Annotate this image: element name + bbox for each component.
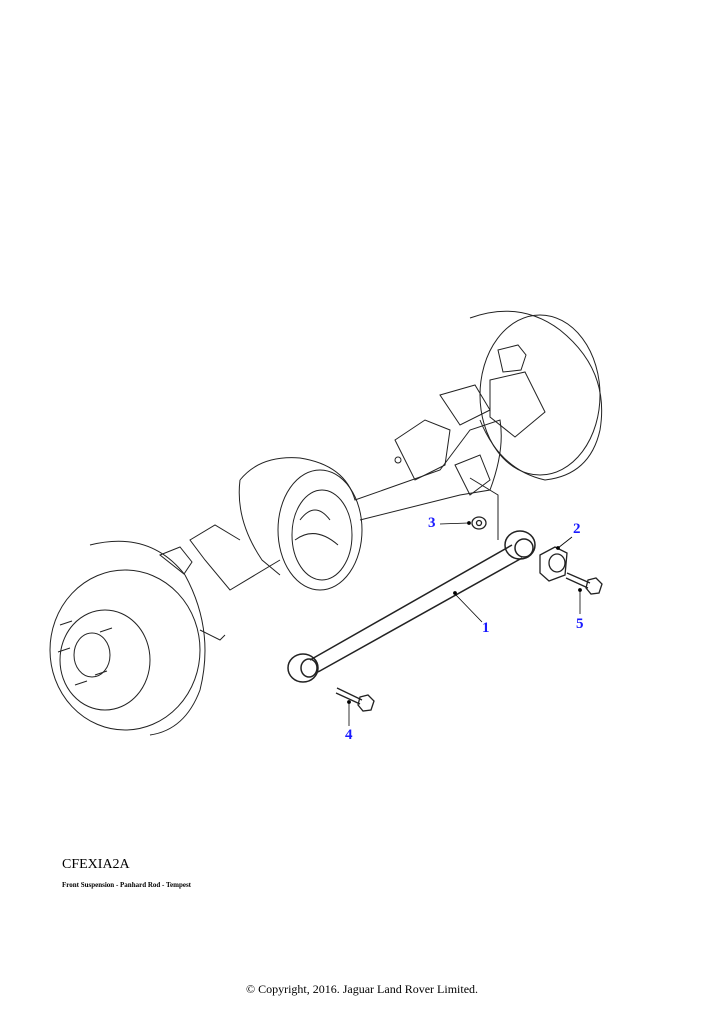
bolt-4 bbox=[335, 687, 375, 712]
callout-2[interactable]: 2 bbox=[573, 521, 581, 537]
axle-housing bbox=[189, 384, 502, 591]
left-brake-disc bbox=[49, 540, 226, 736]
nut bbox=[471, 516, 487, 530]
callout-4[interactable]: 4 bbox=[345, 727, 353, 743]
copyright-notice: © Copyright, 2016. Jaguar Land Rover Lim… bbox=[245, 982, 479, 996]
callout-1[interactable]: 1 bbox=[482, 620, 490, 636]
bushing bbox=[539, 546, 568, 582]
callout-5[interactable]: 5 bbox=[576, 616, 584, 632]
callout-3[interactable]: 3 bbox=[428, 515, 436, 531]
illustration-caption: Front Suspension - Panhard Rod - Tempest bbox=[62, 881, 192, 889]
bolt-5 bbox=[565, 572, 603, 595]
leader-lines bbox=[347, 521, 582, 726]
illustration-code: CFEXIA2A bbox=[62, 857, 130, 872]
right-brake-disc bbox=[469, 310, 603, 481]
panhard-rod bbox=[287, 530, 536, 683]
